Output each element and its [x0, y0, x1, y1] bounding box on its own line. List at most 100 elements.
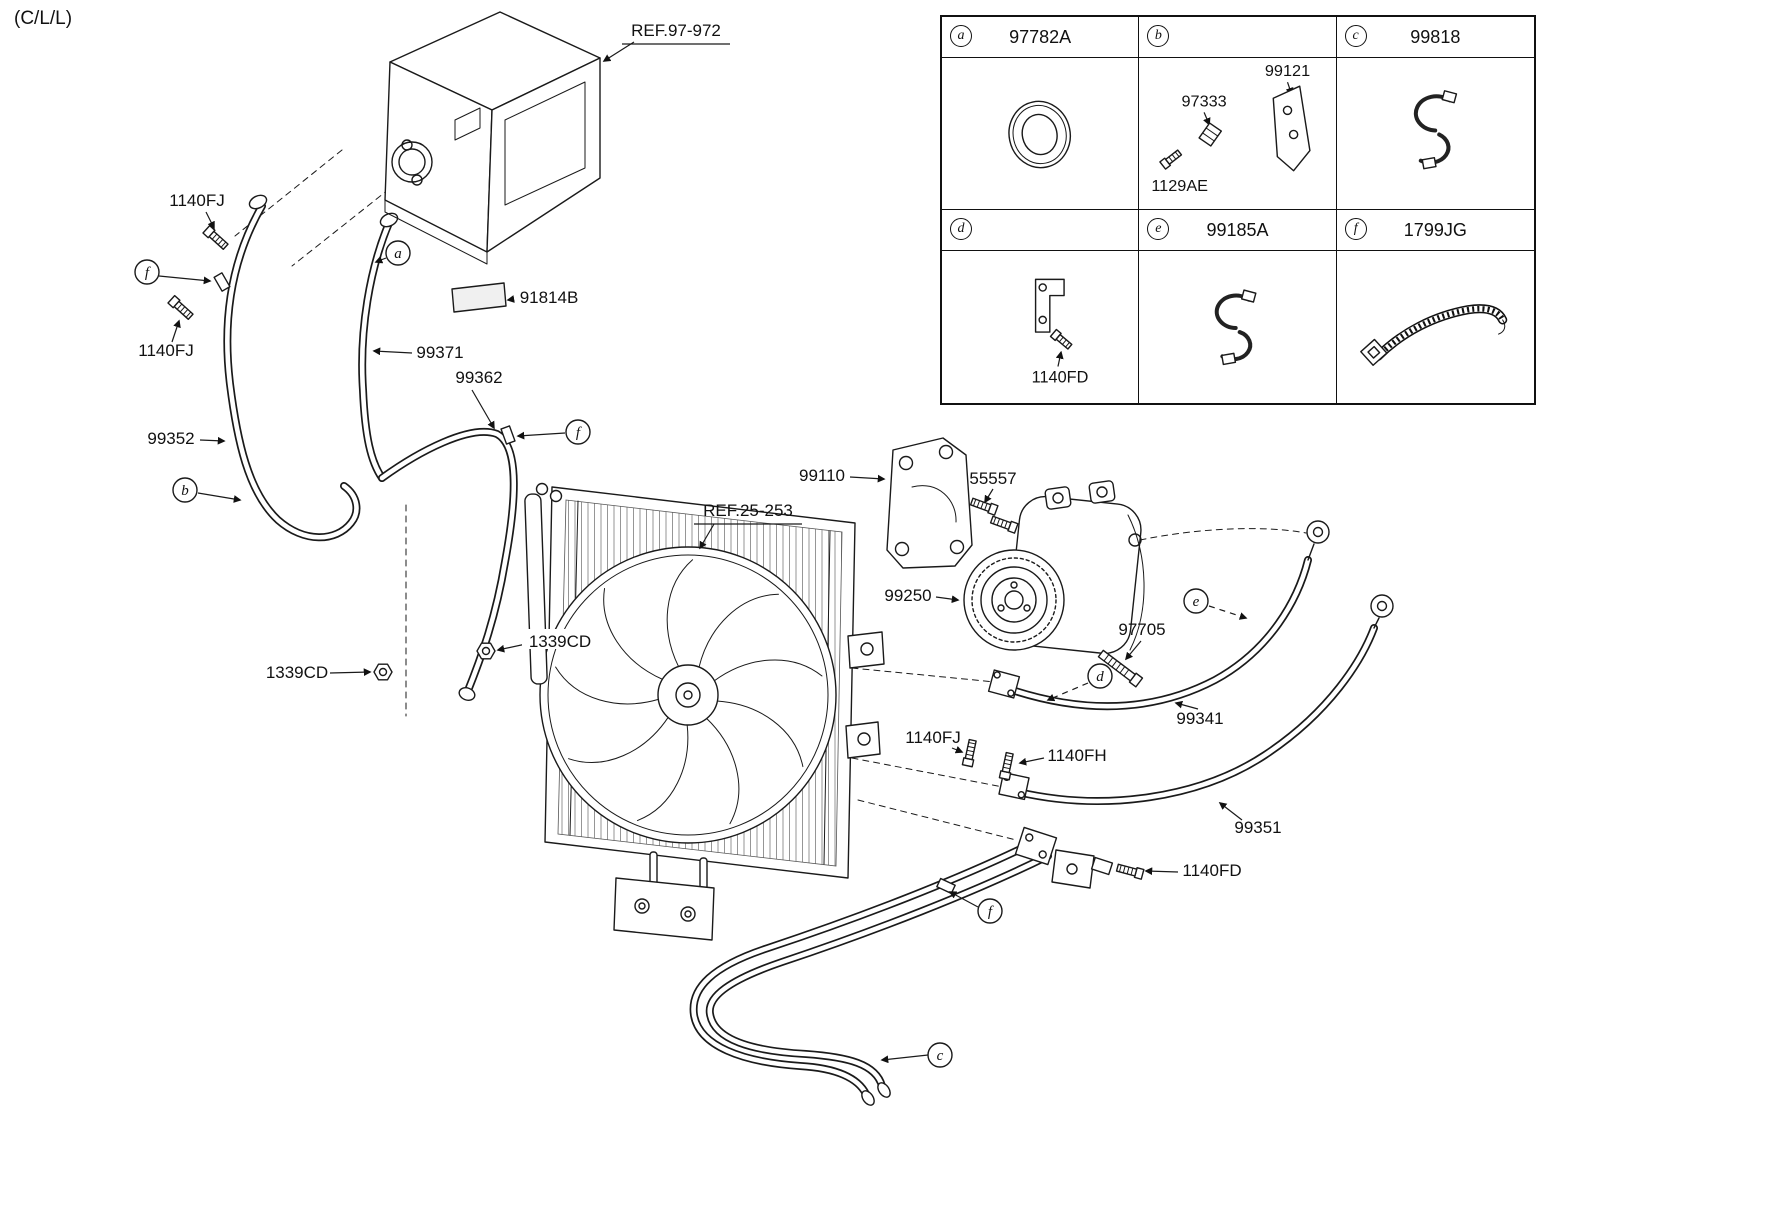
- mounting-bracket: [1034, 278, 1065, 333]
- label-99352: 99352: [147, 429, 194, 448]
- bracket-99121: [1272, 85, 1311, 172]
- label-1140fj-2: 1140FJ: [138, 341, 193, 360]
- part-number-99185a: 99185A: [1206, 219, 1269, 240]
- callout-a-letter: a: [394, 246, 402, 262]
- label-99351: 99351: [1234, 818, 1281, 837]
- compressor-mount-bracket: [886, 437, 973, 569]
- label-99250: 99250: [884, 586, 931, 605]
- label-99371: 99371: [416, 343, 463, 362]
- callout-c-table: c: [1344, 25, 1367, 47]
- parts-table: a 97782A b 99121: [940, 15, 1536, 405]
- table-key-c: c: [1352, 28, 1359, 43]
- callout-f3-letter: f: [988, 904, 994, 920]
- condenser-assembly: [524, 482, 885, 941]
- callout-f-table: f: [1344, 218, 1367, 240]
- bolt-1140fd-table-icon: [1049, 328, 1073, 350]
- bolt-1140fd-icon: [1115, 862, 1145, 880]
- parts-table-cell-c: c 99818: [1336, 17, 1534, 210]
- callout-f-3: f: [977, 898, 1003, 924]
- tie-head: [1359, 338, 1388, 366]
- compressor: [963, 480, 1145, 655]
- callout-f-2: f: [565, 419, 591, 445]
- compressor-pulley: [963, 549, 1065, 651]
- callout-e-letter: e: [1193, 594, 1200, 610]
- condenser-side-tabs: [845, 631, 885, 759]
- suction-hose-99351: [1014, 594, 1394, 805]
- evaporator-unit: [384, 11, 601, 265]
- ref-condenser-label[interactable]: REF.25-253: [703, 501, 793, 520]
- label-1140fj-1: 1140FJ: [169, 191, 224, 210]
- underbody-hose-loop: [689, 838, 1052, 1106]
- page-code: (C/L/L): [14, 8, 73, 29]
- label-1339cd-1: 1339CD: [529, 632, 591, 651]
- callout-f-1: f: [134, 259, 160, 285]
- label-1140fd: 1140FD: [1182, 861, 1241, 880]
- label-1140fd-table: 1140FD: [1032, 369, 1089, 387]
- part-number-99818: 99818: [1410, 26, 1461, 47]
- hose-fitting-99341: [987, 669, 1021, 699]
- bolt-1129ae-icon: [1159, 149, 1183, 170]
- callout-f2-letter: f: [576, 425, 582, 441]
- label-99121: 99121: [1265, 62, 1310, 80]
- callout-e: e: [1183, 588, 1209, 614]
- label-99110: 99110: [799, 466, 845, 485]
- compressor-ears: [1044, 480, 1142, 547]
- insulator-97333: [1198, 122, 1223, 147]
- label-1129ae: 1129AE: [1152, 177, 1209, 195]
- ref-evaporator-label[interactable]: REF.97-972: [631, 21, 721, 40]
- parts-table-cell-f: f 1799JG: [1336, 210, 1534, 403]
- suction-pipe-99352: [223, 202, 361, 542]
- bracket-bolt-illustration: 99121 97333 1129: [1152, 62, 1311, 195]
- label-55557: 55557: [969, 469, 1016, 488]
- callout-d-table: d: [950, 218, 972, 240]
- hose-bracket: [1051, 849, 1095, 889]
- callout-d: d: [1087, 663, 1113, 689]
- hose-junction-block: [1014, 826, 1058, 866]
- callout-b-table: b: [1147, 25, 1170, 47]
- part-number-97782a: 97782A: [1009, 26, 1072, 47]
- label-backing: [522, 629, 598, 649]
- callout-f1-letter: f: [145, 265, 151, 281]
- cable-tie-marks: [213, 272, 1114, 895]
- label-1339cd-2: 1339CD: [266, 663, 328, 682]
- grommet-1339cd-2: [373, 663, 393, 681]
- discharge-hose-99341: [1008, 520, 1330, 711]
- sticker-91814b: [451, 282, 507, 313]
- part-number-1799jg: 1799JG: [1403, 219, 1467, 240]
- label-97705: 97705: [1118, 620, 1165, 639]
- parts-table-cell-e: e 99185A: [1139, 210, 1337, 403]
- callout-a: a: [385, 240, 411, 266]
- cable-tie-illustration: [1359, 304, 1507, 366]
- callout-e-table: e: [1147, 218, 1170, 240]
- table-key-e: e: [1155, 221, 1162, 236]
- bolt-1140fj-1-icon: [202, 224, 230, 252]
- parts-table-cell-b: b 99121 97333: [1139, 17, 1337, 210]
- ref-link-evaporator: REF.97-972: [622, 21, 730, 45]
- cooling-fan: [539, 546, 837, 844]
- callout-d-letter: d: [1096, 669, 1104, 685]
- oring-illustration: [1008, 100, 1072, 169]
- bracket-1140fd-illustration: 1140FD: [1032, 278, 1089, 387]
- callout-b: b: [172, 477, 198, 503]
- callout-a-table: a: [950, 25, 972, 47]
- parts-table-cell-a: a 97782A: [942, 17, 1140, 210]
- condenser-bracket-lower: [613, 851, 715, 941]
- callout-c: c: [927, 1042, 953, 1068]
- table-key-d: d: [957, 221, 965, 236]
- leader-lines: [158, 41, 1248, 1064]
- label-1140fj-3: 1140FJ: [905, 728, 960, 747]
- label-99362: 99362: [455, 368, 502, 387]
- parts-table-cell-d: d 1140FD: [942, 210, 1140, 403]
- label-91814b: 91814B: [520, 288, 579, 307]
- clip-99818-illustration: [1413, 90, 1457, 170]
- label-97333: 97333: [1182, 92, 1227, 110]
- bolt-1140fj-2-icon: [167, 294, 195, 322]
- table-key-b: b: [1154, 28, 1162, 43]
- callout-c-letter: c: [937, 1048, 944, 1064]
- grommet-1339cd-1: [476, 642, 496, 660]
- label-99341: 99341: [1176, 709, 1223, 728]
- table-key-a: a: [957, 28, 965, 43]
- callout-b-letter: b: [181, 483, 189, 499]
